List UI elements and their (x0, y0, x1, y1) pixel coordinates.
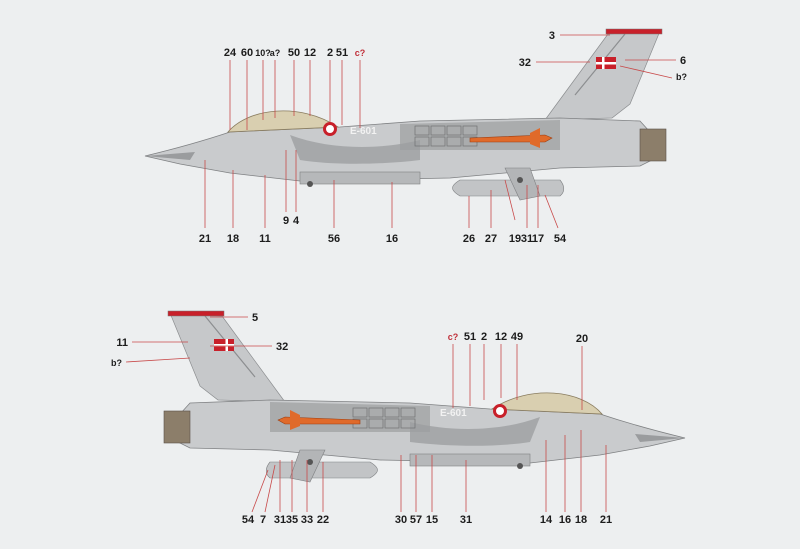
decal-callout-label: 27 (485, 233, 497, 245)
decal-callout-label: 6 (680, 55, 686, 67)
decal-callout-label: 54 (554, 233, 567, 245)
decal-callout-label: 32 (519, 57, 531, 69)
leader-line (619, 65, 673, 79)
decal-callout-label: 12 (495, 331, 507, 343)
leader-line (251, 469, 269, 513)
serial-number: E-601 (440, 408, 467, 419)
decal-callout-label: 17 (532, 233, 544, 245)
decal-callout-label: 14 (540, 514, 553, 526)
decal-callout-label: 24 (224, 47, 237, 59)
decal-callout-label: 54 (242, 514, 255, 526)
decal-callout-label: 16 (559, 514, 571, 526)
decal-callout-label: 51 (336, 47, 348, 59)
decal-callout-label: 12 (304, 47, 316, 59)
leader-line (504, 179, 516, 221)
decal-callout-label: 50 (288, 47, 300, 59)
decal-callout-label: 18 (575, 514, 587, 526)
decal-callout-label: a? (270, 48, 281, 58)
leader-line (544, 194, 559, 229)
decal-callout-label: 57 (410, 514, 422, 526)
decal-callout-label: 10? (255, 48, 271, 58)
decal-callout-label: 19 (509, 233, 521, 245)
decal-callout-label: 2 (327, 47, 333, 59)
decal-callout-label: 5 (252, 312, 258, 324)
leader-line (125, 357, 191, 363)
decal-callout-label: 21 (199, 233, 211, 245)
decal-callout-label: 31 (274, 514, 286, 526)
decal-callout-label: 15 (426, 514, 438, 526)
aircraft-right-side (162, 309, 687, 484)
decal-callout-label: 31 (521, 233, 533, 245)
serial-number: E-601 (350, 126, 377, 137)
decal-callout-label: 20 (576, 333, 588, 345)
decal-callout-label: c? (448, 332, 459, 342)
decal-callout-label: 56 (328, 233, 340, 245)
decal-callout-label: 60 (241, 47, 253, 59)
decal-callout-label: 32 (276, 341, 288, 353)
decal-callout-label: 21 (600, 514, 612, 526)
decal-callout-label: 2 (481, 331, 487, 343)
decal-callout-label: 30 (395, 514, 407, 526)
decal-callout-label: 26 (463, 233, 475, 245)
decal-callout-label: 11 (116, 337, 128, 349)
decal-callout-label: 51 (464, 331, 476, 343)
leader-line (264, 464, 276, 513)
decal-callout-label: 22 (317, 514, 329, 526)
decal-callout-label: 35 (286, 514, 298, 526)
decal-callout-label: 7 (260, 514, 266, 526)
decal-callout-label: c? (355, 48, 366, 58)
decal-callout-label: 3 (549, 30, 555, 42)
decal-callout-label: 33 (301, 514, 313, 526)
decal-callout-label: b? (676, 72, 687, 82)
decal-callout-label: b? (111, 358, 122, 368)
decal-callout-label: 9 (283, 215, 289, 227)
decal-callout-label: 4 (293, 215, 300, 227)
decal-callout-label: 49 (511, 331, 523, 343)
decal-callout-label: 18 (227, 233, 239, 245)
decal-callout-label: 11 (259, 233, 271, 245)
decal-callout-label: 16 (386, 233, 398, 245)
decal-callout-label: 31 (460, 514, 472, 526)
